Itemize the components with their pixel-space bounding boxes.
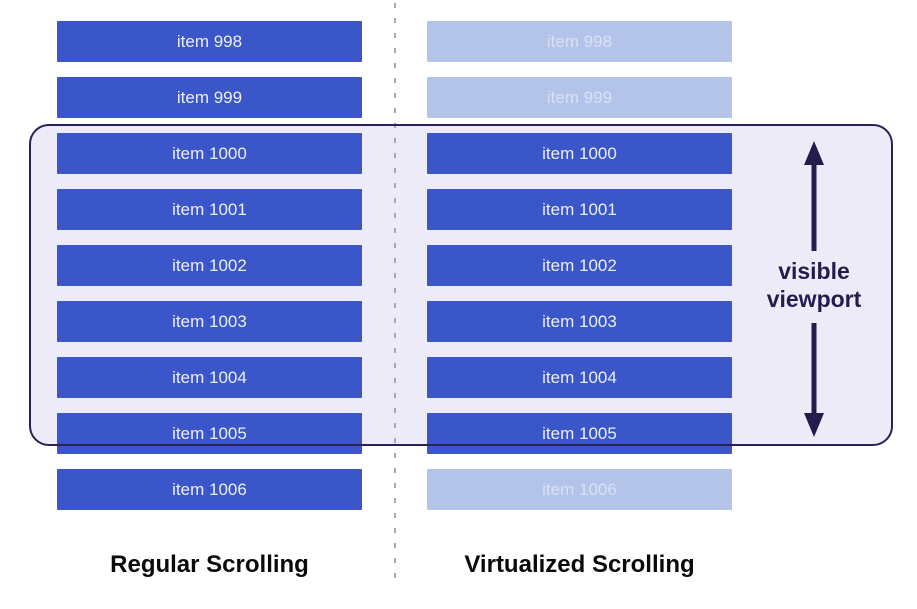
list-item-label: item 998: [546, 32, 613, 51]
list-item: item 1004: [57, 357, 362, 398]
virtualized-scrolling-item-list: item 998 item 999 item 1000 item 1001 it…: [427, 21, 732, 510]
column-divider: [394, 3, 396, 588]
list-item-label: item 998: [176, 32, 243, 51]
list-item: item 1003: [57, 301, 362, 342]
list-item-label: item 1002: [542, 256, 617, 275]
viewport-label: visible viewport: [766, 258, 862, 312]
list-item-label: item 1001: [542, 200, 617, 219]
list-item-label: item 999: [176, 88, 243, 107]
list-item-label: item 1001: [172, 200, 247, 219]
list-item-label: item 1000: [172, 144, 247, 163]
list-item-label: item 999: [546, 88, 613, 107]
list-item: item 1004: [427, 357, 732, 398]
list-item: item 999: [57, 77, 362, 118]
list-item: item 1000: [57, 133, 362, 174]
list-item-label: item 1003: [542, 312, 617, 331]
list-item: item 1001: [427, 189, 732, 230]
list-item: item 1001: [57, 189, 362, 230]
regular-scrolling-item-list: item 998 item 999 item 1000 item 1001 it…: [57, 21, 362, 510]
list-item-label: item 1004: [542, 368, 617, 387]
list-item: item 1005: [427, 413, 732, 454]
list-item: item 1003: [427, 301, 732, 342]
list-item: item 1002: [427, 245, 732, 286]
list-item-label: item 1006: [542, 480, 617, 499]
list-item: item 998: [57, 21, 362, 62]
list-item-label: item 1002: [172, 256, 247, 275]
list-item: item 1006: [57, 469, 362, 510]
list-item: item 1006: [427, 469, 732, 510]
list-item-label: item 1004: [172, 368, 247, 387]
list-item: item 998: [427, 21, 732, 62]
viewport-down-arrow-icon: [804, 323, 824, 437]
list-item: item 1000: [427, 133, 732, 174]
list-item: item 999: [427, 77, 732, 118]
list-item: item 1002: [57, 245, 362, 286]
list-item-label: item 1006: [172, 480, 247, 499]
list-item-label: item 1000: [542, 144, 617, 163]
list-item: item 1005: [57, 413, 362, 454]
list-item-label: item 1003: [172, 312, 247, 331]
viewport-up-arrow-icon: [804, 141, 824, 251]
column-title-virtualized: Virtualized Scrolling: [464, 551, 695, 578]
list-item-label: item 1005: [542, 424, 617, 443]
column-title-regular: Regular Scrolling: [110, 551, 309, 578]
list-item-label: item 1005: [172, 424, 247, 443]
